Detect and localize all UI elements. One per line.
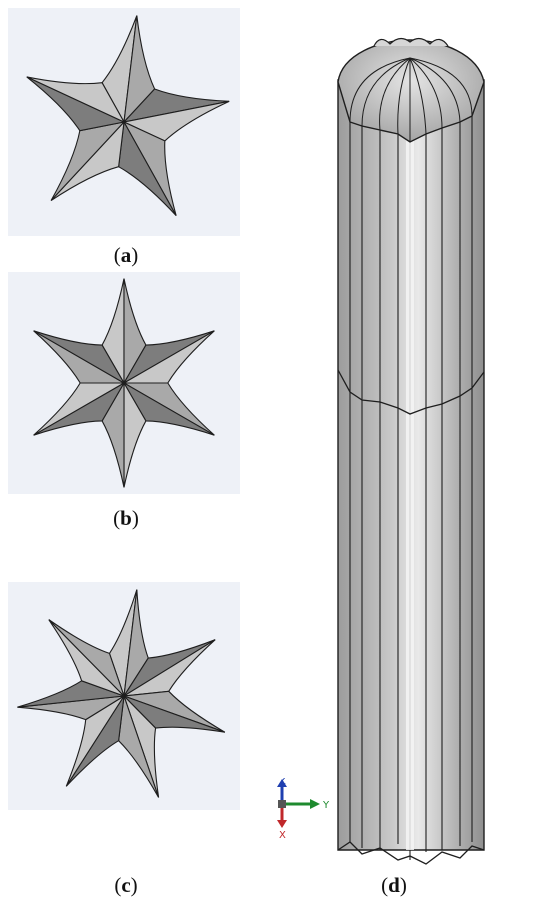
star-c-facet (123, 695, 226, 733)
caption-d: (d) (364, 873, 424, 898)
star-c-drawing (8, 582, 240, 810)
column-drawing (337, 37, 485, 865)
star-c-facet (17, 680, 125, 708)
caption-c: (c) (96, 873, 156, 898)
panel-d-column (250, 30, 540, 865)
caption-c-letter: c (121, 873, 131, 897)
star-a-facet (118, 120, 177, 216)
star-b-facet (33, 330, 126, 385)
star-b-facet (33, 382, 127, 436)
star-a-facet (26, 76, 126, 124)
star-b-facet (101, 380, 125, 488)
star-c-facet (48, 619, 125, 697)
panel-b-star-section (8, 272, 240, 494)
star-b-facet (122, 381, 215, 436)
triad-x-label: X (279, 830, 286, 840)
caption-a-letter: a (120, 243, 132, 267)
star-a-facet (50, 121, 126, 201)
star-a-facet (122, 100, 230, 142)
star-a-facet (123, 15, 156, 124)
star-c-facet (118, 695, 160, 798)
star-c-facet (65, 695, 125, 787)
caption-b: (b) (96, 506, 156, 531)
panel-a-star-section (8, 8, 240, 236)
coordinate-triad: Z Y X (268, 778, 338, 840)
column-dome-cap (337, 37, 485, 143)
caption-b-letter: b (120, 506, 132, 530)
caption-d-open: ( (381, 873, 389, 897)
star-b-drawing (8, 272, 240, 494)
caption-b-open: ( (113, 506, 121, 530)
caption-d-close: ) (399, 873, 407, 897)
caption-a-close: ) (131, 243, 139, 267)
star-c-facet (123, 589, 149, 697)
star-b-facet (121, 330, 215, 384)
caption-c-close: ) (130, 873, 138, 897)
triad-z-label: Z (279, 778, 286, 787)
caption-a-open: ( (113, 243, 121, 267)
caption-a: (a) (96, 243, 156, 268)
caption-c-open: ( (114, 873, 122, 897)
star-c-facet (123, 639, 216, 697)
caption-b-close: ) (131, 506, 139, 530)
star-a-drawing (8, 8, 240, 236)
column-body (337, 79, 485, 865)
triad-y-label: Y (322, 800, 330, 811)
caption-d-letter: d (388, 873, 400, 897)
panel-c-star-section (8, 582, 240, 810)
star-b-facet (123, 278, 147, 386)
